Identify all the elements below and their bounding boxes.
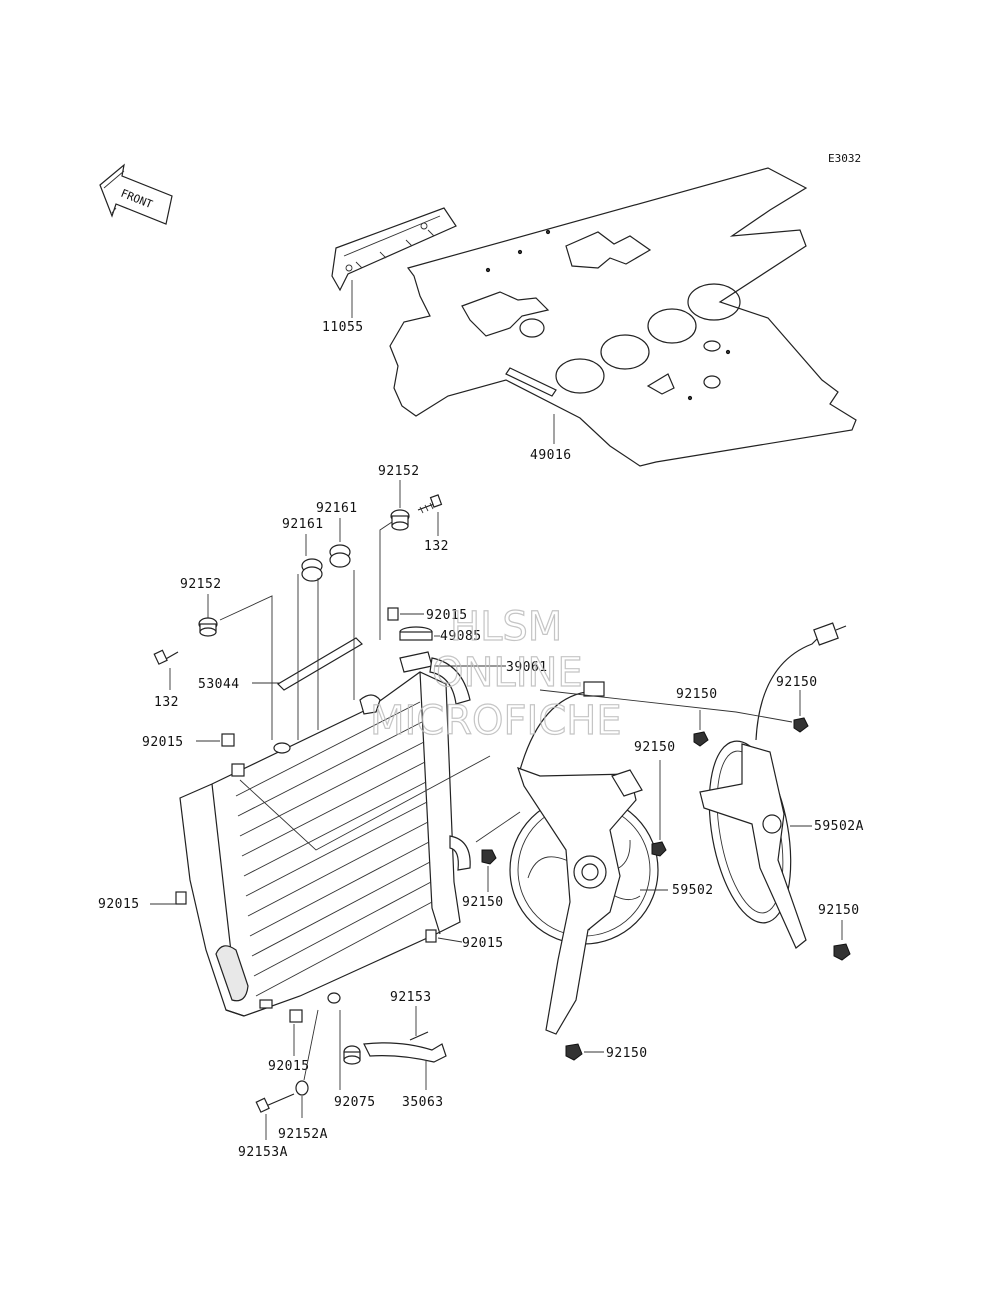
watermark: HLSM ONLINE MICROFICHE xyxy=(369,603,622,744)
callout-92150-e: 92150 xyxy=(606,1046,648,1061)
bolt-92153A xyxy=(255,1093,295,1113)
clip-92015-br xyxy=(425,929,437,943)
callout-92153: 92153 xyxy=(390,990,432,1005)
callout-92075: 92075 xyxy=(334,1095,376,1110)
diagram-code: E3032 xyxy=(828,152,861,165)
leader-washer-up xyxy=(303,1009,319,1081)
callout-92015-bot: 92015 xyxy=(268,1059,310,1074)
callout-35063: 35063 xyxy=(402,1095,444,1110)
nut-92150-bottom xyxy=(565,1043,583,1061)
callout-92015-cap: 92015 xyxy=(426,608,468,623)
grommet-92152-left xyxy=(198,617,218,637)
callout-92152-left: 92152 xyxy=(180,577,222,592)
callout-92161-a: 92161 xyxy=(282,517,324,532)
callout-49016: 49016 xyxy=(530,448,572,463)
clip-92015-tl-loose xyxy=(221,733,235,747)
clip-92015-left xyxy=(175,891,187,905)
front-arrow-icon: FRONT xyxy=(99,163,173,225)
leader-cap-vertical xyxy=(379,521,393,640)
filler-neck-39061 xyxy=(399,651,471,705)
callout-92153A: 92153A xyxy=(238,1145,288,1160)
nut-92150-f xyxy=(833,943,851,961)
radiator-core xyxy=(175,671,471,1023)
leader-fan-to-nut xyxy=(475,811,521,843)
watermark-line-3: MICROFICHE xyxy=(370,698,622,744)
clip-92015-bot xyxy=(289,1009,303,1023)
callout-53044: 53044 xyxy=(198,677,240,692)
callout-59502: 59502 xyxy=(672,883,714,898)
radiator-cap-49085 xyxy=(399,626,433,641)
callout-132-top: 132 xyxy=(424,539,449,554)
clip-92015-cap xyxy=(387,607,399,621)
bracket-35063 xyxy=(363,1031,447,1063)
callout-92152-top: 92152 xyxy=(378,464,420,479)
callout-92150-b: 92150 xyxy=(634,740,676,755)
nut-92150-b xyxy=(651,841,667,857)
callout-92015-tl: 92015 xyxy=(142,735,184,750)
washer-92152A xyxy=(295,1080,309,1096)
bolt-132-top xyxy=(417,494,443,514)
leader-grommet-to-radiator xyxy=(219,595,273,740)
bolt-132-left xyxy=(153,649,179,665)
leader-rubber-lines xyxy=(297,570,355,740)
callout-132-left: 132 xyxy=(154,695,179,710)
callout-92015-left: 92015 xyxy=(98,897,140,912)
nut-92150-d xyxy=(793,717,809,733)
callout-92150-d: 92150 xyxy=(776,675,818,690)
watermark-line-1: HLSM xyxy=(450,604,562,650)
clip-92015-tl xyxy=(231,763,245,777)
leader-radiator-fan xyxy=(239,755,491,851)
bracket-11055 xyxy=(331,207,457,292)
nut-92150-a xyxy=(693,731,709,747)
fan-59502A xyxy=(699,622,847,949)
grommet-92152-top xyxy=(390,509,410,531)
callout-39061: 39061 xyxy=(506,660,548,675)
callout-92150-f: 92150 xyxy=(818,903,860,918)
leader-92015-br xyxy=(437,937,463,943)
callout-92152A: 92152A xyxy=(278,1127,328,1142)
callout-92015-br: 92015 xyxy=(462,936,504,951)
leader-92161 xyxy=(305,518,341,556)
watermark-line-2: ONLINE xyxy=(432,650,583,696)
callout-11055: 11055 xyxy=(322,320,364,335)
callout-59502A: 59502A xyxy=(814,819,864,834)
leader-59502A-top xyxy=(539,689,793,723)
nut-92150-c xyxy=(481,849,497,865)
callout-92150-c: 92150 xyxy=(462,895,504,910)
rubber-92161 xyxy=(301,544,351,582)
plate-49016 xyxy=(389,167,857,467)
collar-92075 xyxy=(343,1045,361,1065)
callout-49085: 49085 xyxy=(440,629,482,644)
rod-53044 xyxy=(277,637,363,691)
callout-92161-b: 92161 xyxy=(316,501,358,516)
callout-92150-a: 92150 xyxy=(676,687,718,702)
fan-59502 xyxy=(509,681,659,1035)
